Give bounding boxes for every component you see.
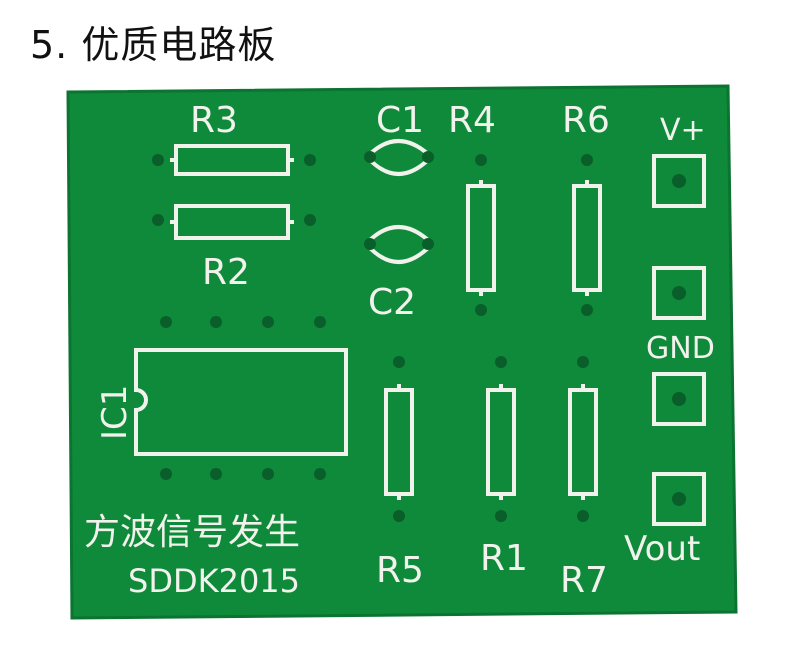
r6-footprint <box>572 180 602 296</box>
connector-pads <box>652 154 706 526</box>
r1-footprint <box>486 384 516 500</box>
board-title: 方波信号发生 <box>84 512 300 553</box>
label-r5: R5 <box>376 550 424 591</box>
vplus-pad <box>652 154 706 208</box>
drill-holes <box>152 151 686 522</box>
r5-footprint <box>384 384 414 500</box>
label-r2: R2 <box>202 252 250 293</box>
label-gnd: GND <box>646 331 715 366</box>
label-ic1: IC1 <box>95 385 135 440</box>
label-r4: R4 <box>448 100 496 141</box>
label-r3: R3 <box>190 100 238 141</box>
label-c1: C1 <box>376 100 424 141</box>
page-heading: 5. 优质电路板 <box>30 23 277 67</box>
label-vout: Vout <box>624 529 700 569</box>
label-r6: R6 <box>562 100 610 141</box>
board-code: SDDK2015 <box>128 562 300 600</box>
r7-footprint <box>568 384 598 500</box>
label-r7: R7 <box>560 560 608 601</box>
label-vplus: V+ <box>660 113 706 148</box>
r2-footprint <box>170 204 294 240</box>
label-r1: R1 <box>480 538 528 579</box>
ic1-footprint <box>134 348 348 456</box>
r3-footprint <box>170 144 294 176</box>
vout-pad <box>652 472 706 526</box>
gnd-pad-top <box>652 266 706 320</box>
r4-footprint <box>466 180 496 296</box>
gnd-pad-bottom <box>652 372 706 426</box>
label-c2: C2 <box>368 282 416 323</box>
c1-footprint <box>368 139 430 176</box>
c2-footprint <box>368 225 430 264</box>
